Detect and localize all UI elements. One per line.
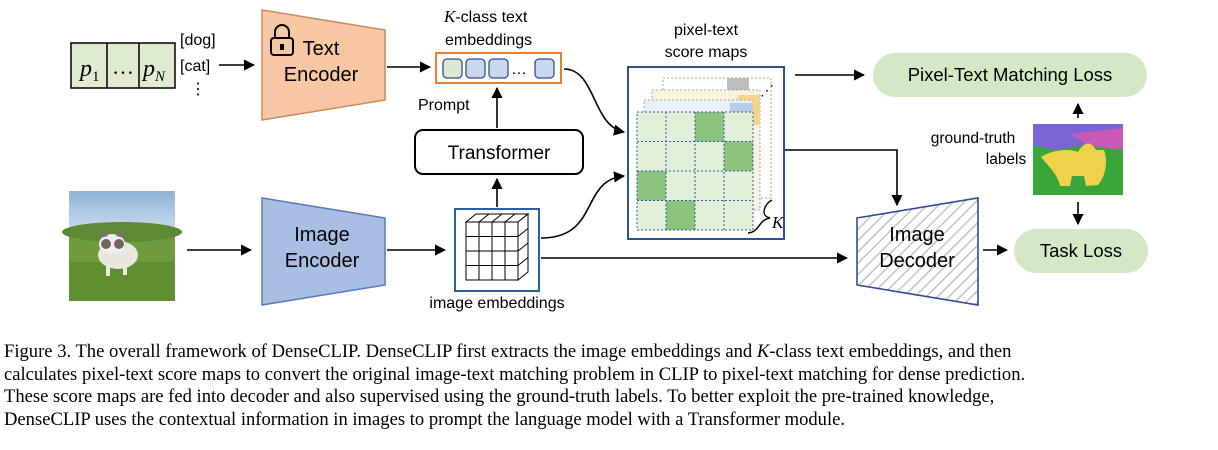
image-decoder: Image Decoder bbox=[856, 197, 979, 306]
text-embeddings-label-1: K-class text bbox=[443, 7, 528, 26]
task-loss-label: Task Loss bbox=[1040, 240, 1122, 261]
image-decoder-label-1: Image bbox=[889, 224, 945, 246]
token-pN: pN bbox=[141, 56, 166, 85]
caption-line-3: These score maps are fed into decoder an… bbox=[4, 386, 995, 408]
prompt-label: Prompt bbox=[418, 97, 470, 114]
text-embeddings-label-2: embeddings bbox=[445, 32, 532, 49]
class-name-cat: [cat] bbox=[180, 58, 210, 75]
input-image-kitten bbox=[62, 191, 182, 301]
score-maps-k: K bbox=[771, 213, 785, 232]
learnable-context-tokens: p1 … pN bbox=[70, 42, 176, 89]
token-dots: … bbox=[112, 54, 134, 79]
ground-truth-label-2: labels bbox=[986, 151, 1027, 168]
caption-line-1: Figure 3. The overall framework of Dense… bbox=[4, 341, 1012, 362]
image-encoder: Image Encoder bbox=[261, 197, 386, 306]
text-encoder-label-1: Text bbox=[303, 38, 340, 60]
transformer-box bbox=[414, 129, 584, 175]
score-maps: ⋰ K bbox=[627, 66, 785, 240]
figure-caption: Figure 3. The overall framework of Dense… bbox=[4, 341, 1214, 431]
image-encoder-label-2: Encoder bbox=[285, 250, 360, 272]
text-embeddings-dots: … bbox=[511, 61, 527, 78]
class-name-more: ⋮ bbox=[190, 81, 206, 98]
ground-truth-label-map bbox=[1033, 124, 1123, 195]
text-encoder: Text Encoder bbox=[261, 9, 386, 121]
class-name-dog: [dog] bbox=[180, 32, 216, 49]
stack-dots: ⋰ bbox=[760, 82, 774, 98]
score-maps-label-2: score maps bbox=[665, 44, 748, 61]
score-maps-label-1: pixel-text bbox=[674, 22, 739, 39]
image-embeddings-cube bbox=[454, 208, 540, 292]
image-embeddings-label: image embeddings bbox=[429, 295, 564, 312]
ground-truth-label-1: ground-truth bbox=[931, 130, 1015, 147]
text-encoder-label-2: Encoder bbox=[284, 64, 359, 86]
image-decoder-label-2: Decoder bbox=[879, 250, 955, 272]
image-encoder-label-1: Image bbox=[294, 224, 350, 246]
transformer-label: Transformer bbox=[448, 143, 551, 164]
lock-icon bbox=[270, 24, 294, 56]
caption-line-4: DenseCLIP uses the contextual informatio… bbox=[4, 408, 846, 430]
text-embeddings-box: … bbox=[435, 52, 562, 84]
framework-diagram: p1 … pN [dog] [cat] ⋮ Text Encoder K-cla… bbox=[62, 7, 1148, 312]
caption-line-2: calculates pixel-text score maps to conv… bbox=[4, 363, 1026, 385]
token-p1: p1 bbox=[78, 56, 100, 85]
stack-brace bbox=[747, 199, 773, 234]
task-loss-box bbox=[1014, 229, 1148, 273]
pixel-text-matching-loss-label: Pixel-Text Matching Loss bbox=[908, 64, 1113, 85]
pixel-text-matching-loss-box bbox=[873, 53, 1147, 97]
